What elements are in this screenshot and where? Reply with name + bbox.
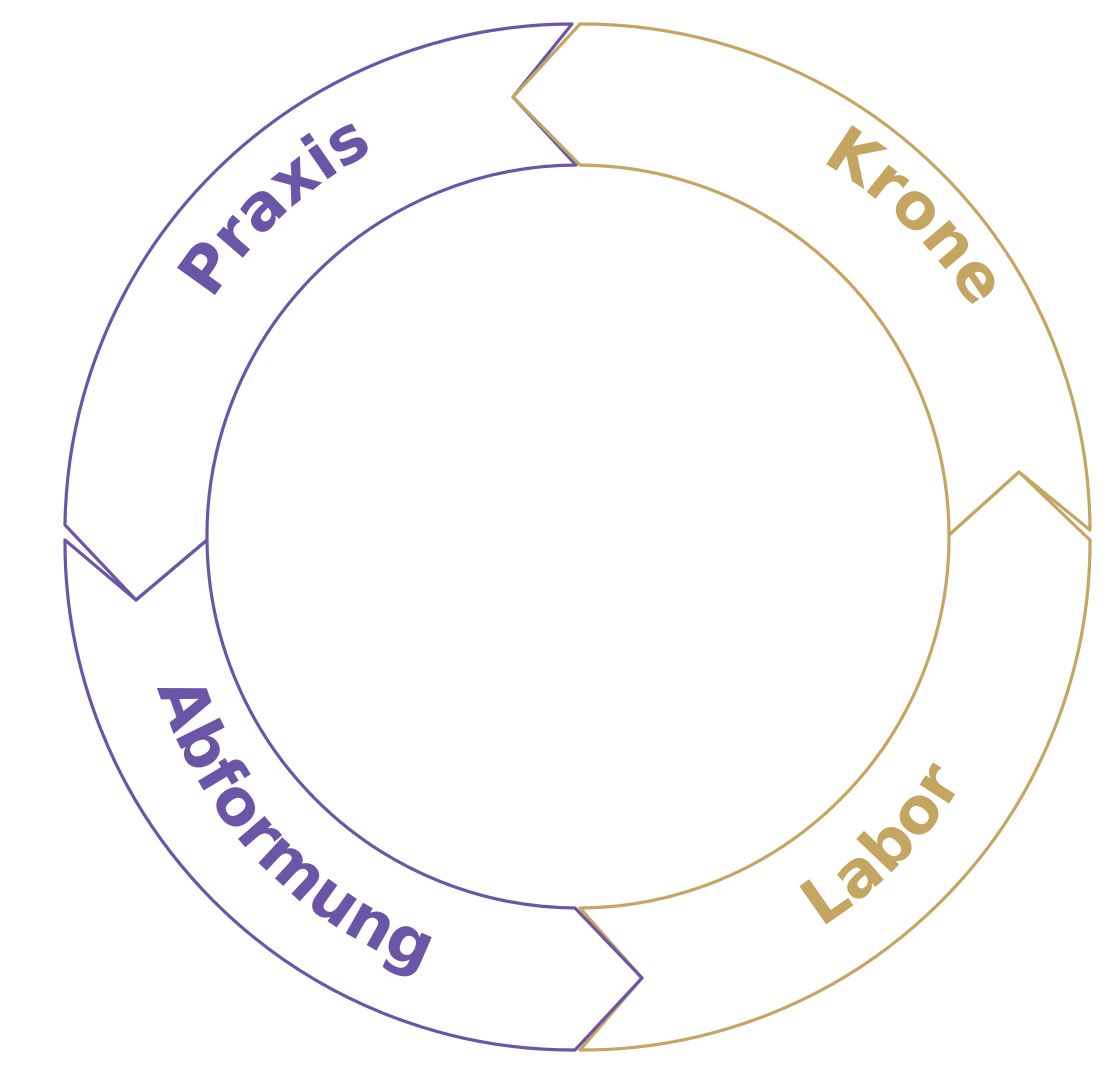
label-krone-text: Krone [813,112,1022,318]
label-labor-text: Labor [788,750,977,941]
label-abformung-text: Abformung [142,668,446,986]
segment-labor-shape [578,470,1092,1052]
label-labor: Labor [788,750,977,941]
segment-krone-shape [511,22,1092,537]
label-praxis-text: Praxis [164,100,382,309]
label-abformung: Abformung [142,668,446,986]
label-krone: Krone [813,112,1022,318]
segment-abformung-shape [63,538,644,1052]
label-praxis: Praxis [164,100,382,309]
segment-praxis-shape [63,22,578,602]
